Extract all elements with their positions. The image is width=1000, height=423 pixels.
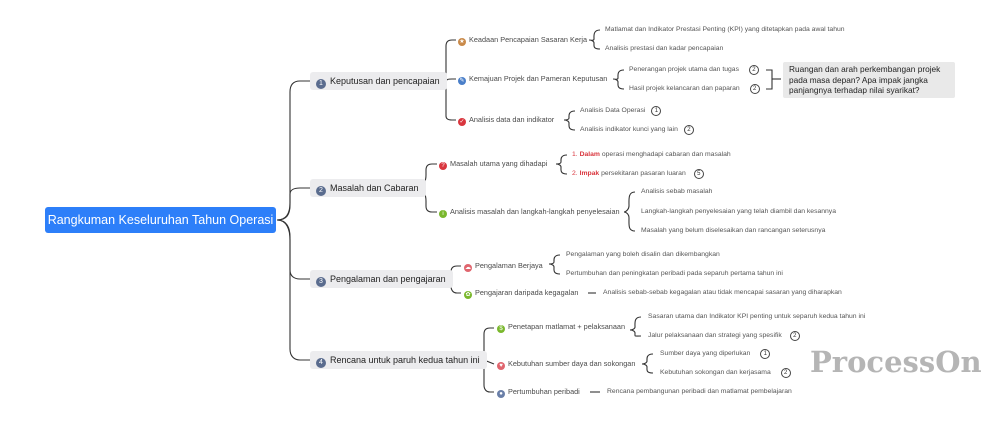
number-badge: 2 <box>316 186 326 196</box>
trophy-icon: ★ <box>458 38 466 46</box>
subtopic-node[interactable]: ☁Pengalaman Berjaya <box>464 261 543 272</box>
count-badge: 1 <box>651 106 662 116</box>
count-badge: 2 <box>789 331 800 341</box>
branch-label: Rencana untuk paruh kedua tahun ini <box>330 355 480 365</box>
subtopic-node[interactable]: ●Pertumbuhan peribadi <box>497 387 580 398</box>
subtopic-node[interactable]: ✓Analisis data dan indikator <box>458 115 555 126</box>
note-callout[interactable]: Ruangan dan arah perkembangan projek pad… <box>783 62 955 98</box>
leaf-node[interactable]: Sasaran utama dan Indikator KPI penting … <box>648 313 866 320</box>
person-icon: ● <box>497 390 505 398</box>
number-badge: 3 <box>316 277 326 287</box>
count-badge: 2 <box>748 65 759 75</box>
leaf-node[interactable]: Pengalaman yang boleh disalin dan dikemb… <box>566 251 720 258</box>
subtopic-node[interactable]: ♥Kebutuhan sumber daya dan sokongan <box>497 359 635 370</box>
leaf-node[interactable]: Rencana pembangunan peribadi dan matlama… <box>607 388 792 395</box>
pencil-icon: ✎ <box>458 77 466 85</box>
subtopic-node[interactable]: ✎Kemajuan Projek dan Pameran Keputusan <box>458 74 608 85</box>
count-badge: 2 <box>749 84 760 94</box>
leaf-node[interactable]: Analisis sebab masalah <box>641 188 713 195</box>
root-node[interactable]: Rangkuman Keseluruhan Tahun Operasi <box>45 207 276 233</box>
branch-3-node[interactable]: 3 Pengalaman dan pengajaran <box>310 270 453 288</box>
leaf-node[interactable]: Langkah-langkah penyelesaian yang telah … <box>641 208 836 215</box>
leaf-node[interactable]: Matlamat dan Indikator Prestasi Penting … <box>605 26 845 33</box>
branch-label: Keputusan dan pencapaian <box>330 76 440 86</box>
number-badge: 4 <box>316 358 326 368</box>
subtopic-node[interactable]: ★Keadaan Pencapaian Sasaran Kerja <box>458 35 588 46</box>
number-badge: 1 <box>316 79 326 89</box>
leaf-node[interactable]: Jalur pelaksanaan dan strategi yang spes… <box>648 331 800 341</box>
count-badge: 2 <box>780 368 791 378</box>
branch-1-node[interactable]: 1 Keputusan dan pencapaian <box>310 72 447 90</box>
subtopic-node[interactable]: $Penetapan matlamat + pelaksanaan <box>497 322 625 333</box>
processon-watermark: ProcessOn <box>810 345 982 379</box>
branch-4-node[interactable]: 4 Rencana untuk paruh kedua tahun ini <box>310 351 487 369</box>
leaf-node[interactable]: 1. Dalam operasi menghadapi cabaran dan … <box>572 151 731 158</box>
heart-icon: ♥ <box>497 362 505 370</box>
leaf-node[interactable]: Analisis sebab-sebab kegagalan atau tida… <box>603 289 842 296</box>
leaf-node[interactable]: Pertumbuhan dan peningkatan peribadi pad… <box>566 270 783 277</box>
count-badge: 1 <box>760 349 771 359</box>
leaf-node[interactable]: Masalah yang belum diselesaikan dan ranc… <box>641 227 826 234</box>
count-badge: 2 <box>683 125 694 135</box>
branch-2-node[interactable]: 2 Masalah dan Cabaran <box>310 179 426 197</box>
flower-icon: ✿ <box>464 291 472 299</box>
leaf-node[interactable]: Analisis prestasi dan kadar pencapaian <box>605 45 724 52</box>
branch-label: Masalah dan Cabaran <box>330 183 419 193</box>
branch-label: Pengalaman dan pengajaran <box>330 274 446 284</box>
check-icon: ✓ <box>458 118 466 126</box>
info-icon: i <box>439 210 447 218</box>
dollar-icon: $ <box>497 325 505 333</box>
count-badge: 5 <box>693 169 704 179</box>
question-icon: ? <box>439 162 447 170</box>
subtopic-node[interactable]: ?Masalah utama yang dihadapi <box>439 159 547 170</box>
subtopic-node[interactable]: ✿Pengajaran daripada kegagalan <box>464 288 579 299</box>
cloud-icon: ☁ <box>464 264 472 272</box>
